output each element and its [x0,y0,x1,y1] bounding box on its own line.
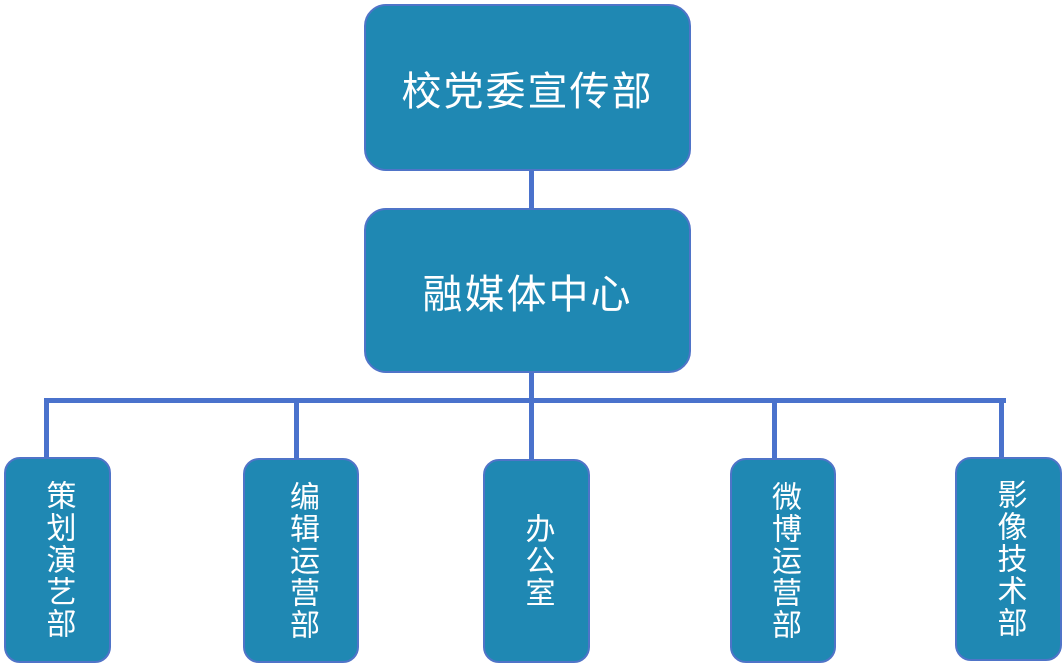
department-label: 影像技术部 [991,479,1027,639]
department-label: 编辑运营部 [284,480,319,641]
department-label: 微博运营部 [766,480,801,641]
node-root-label: 校党委宣传部 [401,68,654,115]
department-label: 策划演艺部 [40,480,76,640]
node-department: 办公室 [483,459,590,663]
connector-root-center [529,168,534,210]
connector-drop-4 [772,398,777,459]
connector-drop-1 [44,398,49,458]
connector-drop-3 [529,398,534,460]
node-department: 微博运营部 [730,458,836,663]
connector-drop-2 [294,398,299,459]
node-department: 影像技术部 [955,457,1062,661]
node-department: 编辑运营部 [243,458,359,663]
node-center: 融媒体中心 [364,208,691,373]
node-department: 策划演艺部 [4,457,111,663]
connector-center-bus [529,370,534,403]
node-root: 校党委宣传部 [364,4,691,171]
node-center-label: 融媒体中心 [422,271,633,318]
department-label: 办公室 [519,513,555,609]
connector-bus [44,398,1006,403]
connector-drop-5 [999,398,1004,458]
